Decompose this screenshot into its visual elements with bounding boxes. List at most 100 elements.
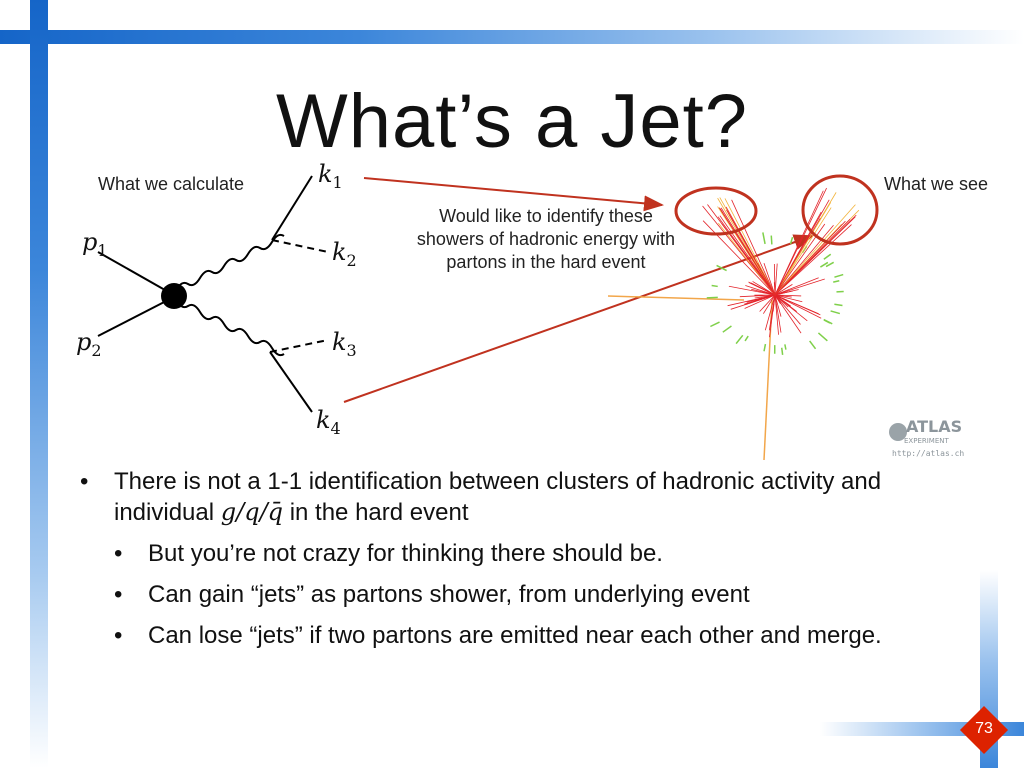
left-accent-bar <box>30 0 48 768</box>
jet-ellipse-right <box>801 174 879 246</box>
green-track <box>817 332 828 342</box>
parton-line-k1 <box>271 175 313 241</box>
atlas-event-display <box>607 174 879 461</box>
jet-track <box>774 224 834 296</box>
jet-track <box>719 215 776 296</box>
top-accent-bar <box>0 30 1024 44</box>
bullet-dot: • <box>114 581 123 608</box>
red-track <box>748 281 776 296</box>
green-track <box>823 319 831 324</box>
parton-line-k2 <box>271 239 329 253</box>
page-number-badge: 73 <box>959 705 1009 755</box>
bullet-4: • Can lose “jets” if two partons are emi… <box>114 620 960 651</box>
green-track <box>823 253 832 260</box>
what-we-see-label: What we see <box>884 174 989 194</box>
incoming-line-p2 <box>97 297 173 337</box>
identify-note: Would like to identify these showers of … <box>416 206 676 272</box>
atlas-logo-subtext: EXPERIMENT <box>904 437 949 445</box>
green-track <box>830 310 841 315</box>
green-track <box>780 347 784 355</box>
red-track <box>774 277 819 296</box>
red-track <box>727 294 776 307</box>
atlas-logo: ATLAS EXPERIMENT http://atlas.ch <box>886 412 964 462</box>
bullet-3: • Can gain “jets” as partons shower, fro… <box>114 579 960 610</box>
jet-track <box>774 211 822 296</box>
parton-line-k3 <box>269 339 329 353</box>
red-track <box>769 294 776 338</box>
green-tracks <box>706 232 844 355</box>
green-track <box>716 264 727 272</box>
bullet-1-text: There is not a 1-1 identification betwee… <box>114 468 882 526</box>
atlas-logo-text: ATLAS <box>906 417 962 436</box>
jet-track <box>774 223 826 296</box>
red-tracks <box>702 187 860 338</box>
red-track <box>774 294 782 317</box>
incoming-line-p1 <box>97 251 173 295</box>
green-track <box>722 325 732 333</box>
red-track <box>774 294 808 322</box>
gluon-lower <box>175 299 285 357</box>
green-track <box>735 334 744 345</box>
label-k4: k4 <box>316 406 341 438</box>
label-p2: p2 <box>76 328 102 360</box>
jet-track <box>774 216 856 296</box>
slide-title: What’s a Jet? <box>275 79 749 164</box>
green-track <box>834 273 844 278</box>
bullet-1: • There is not a 1-1 identification betw… <box>80 466 960 528</box>
bullet-1-math: g/q/q̄ <box>220 498 284 526</box>
red-track <box>773 263 776 296</box>
green-track <box>819 261 829 268</box>
red-track <box>774 263 778 296</box>
feynman-diagram: p1 p2 k1 k2 k3 k4 <box>76 160 357 438</box>
red-track <box>763 294 776 314</box>
green-track <box>745 245 751 253</box>
jet-track <box>719 208 776 296</box>
red-track <box>774 294 803 303</box>
red-track <box>763 262 776 296</box>
red-track <box>774 294 779 335</box>
green-track <box>762 232 766 245</box>
red-track <box>774 294 785 300</box>
bullet-1-text-end: in the hard event <box>289 499 469 526</box>
red-track <box>774 294 801 325</box>
red-track <box>774 289 799 296</box>
bullet-dot: • <box>114 622 123 649</box>
label-k3: k3 <box>332 328 357 360</box>
gluon-upper <box>175 233 285 291</box>
note-pointer-line <box>607 295 745 301</box>
red-track <box>744 294 776 309</box>
green-track <box>789 236 794 245</box>
green-track <box>834 303 843 307</box>
jet-track <box>731 199 776 296</box>
jet-track <box>774 204 856 296</box>
green-track <box>784 344 787 350</box>
red-track <box>774 294 782 304</box>
page-number: 73 <box>975 720 993 737</box>
bullet-3-text: Can gain “jets” as partons shower, from … <box>148 581 750 608</box>
atlas-globe-icon <box>889 423 907 441</box>
bullet-dot: • <box>114 540 123 567</box>
red-track <box>774 284 793 296</box>
jet-track <box>774 202 832 296</box>
red-track <box>728 285 776 296</box>
jet-track <box>774 207 832 296</box>
red-track <box>759 294 776 312</box>
jet-track <box>724 198 776 296</box>
green-track <box>833 280 840 283</box>
jet-track <box>721 223 776 296</box>
label-p1: p1 <box>82 228 108 260</box>
green-track <box>744 335 749 342</box>
bullet-2: • But you’re not crazy for thinking ther… <box>114 538 960 569</box>
red-track <box>730 294 776 310</box>
green-track <box>763 343 767 352</box>
jet-track <box>717 197 776 296</box>
what-we-calculate-label: What we calculate <box>98 174 245 194</box>
jet-track <box>774 224 852 296</box>
red-track <box>774 278 825 296</box>
bullet-4-text: Can lose “jets” if two partons are emitt… <box>148 622 882 649</box>
label-k1: k1 <box>318 160 343 192</box>
arrow-k1-to-jet <box>363 177 664 212</box>
bullet-list: • There is not a 1-1 identification betw… <box>80 466 960 661</box>
jet-ellipse-left <box>674 186 758 236</box>
